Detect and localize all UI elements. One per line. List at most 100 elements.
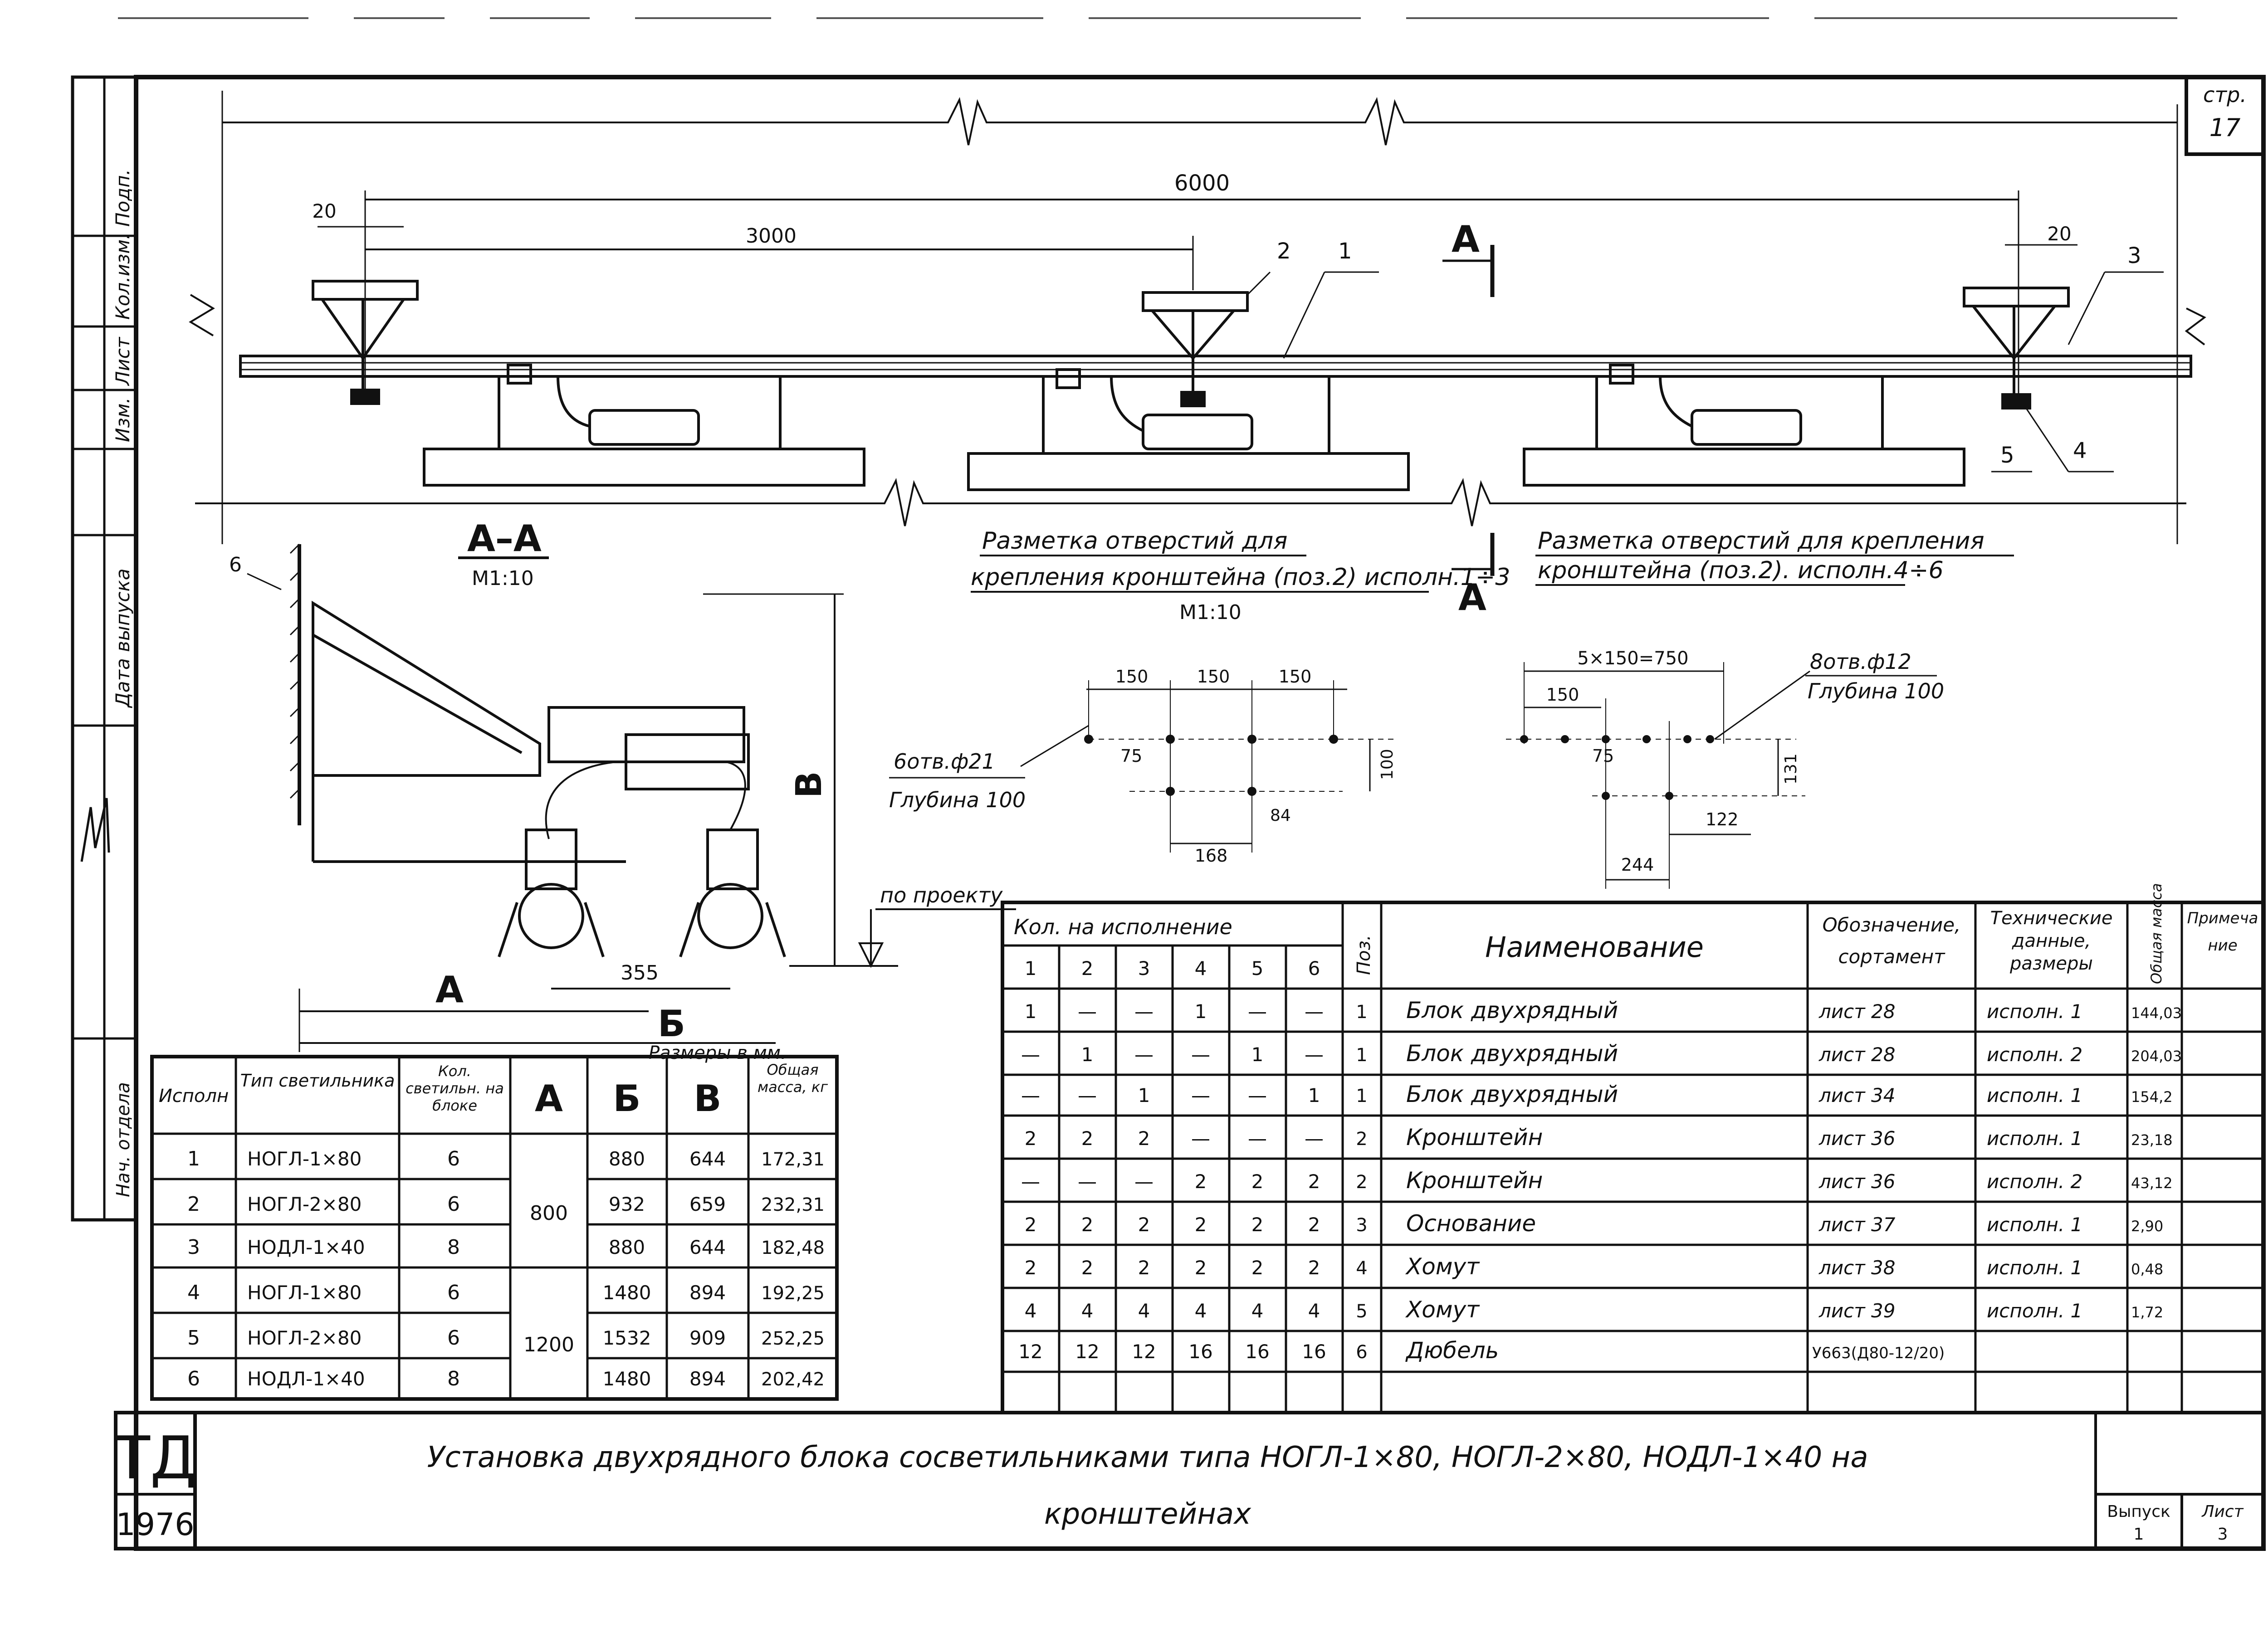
spec-name: Кронштейн [1406,1167,1543,1194]
label-B: Б [658,1003,685,1045]
holes2-title2: кронштейна (поз.2). исполн.4÷6 [1538,557,1944,584]
spec-note-header: Примечание [2187,909,2258,955]
holes1-scale: М1:10 [1179,601,1242,624]
vt-row: 1 НОГЛ-1×80 6 880 644 172,31 [187,1147,825,1170]
spec-q: 4 [1195,1300,1207,1322]
spec-pos: 4 [1356,1258,1367,1279]
vt-h-type-wrap: Тип светильника [240,1071,395,1091]
spec-tech: исполн. 2 [1987,1170,2082,1193]
spec-row: — 1 — — 1 — 1 Блок двухрядный лист 28 ис… [1021,1040,2182,1067]
vt-cell-mass: 182,48 [761,1238,825,1258]
vt-cell-mass: 252,25 [761,1328,825,1349]
spec-q: 4 [1025,1300,1037,1322]
spec-mass: 204,03 [2131,1048,2182,1065]
vt-h-qty-wrap: Кол. светильн. на блоке [406,1063,504,1114]
spec-tech: исполн. 1 [1987,1127,2082,1150]
vt-cell-n: 4 [187,1281,200,1304]
top-strokes [118,17,2177,19]
vt-cell-b: 880 [609,1148,645,1170]
spec-desig: У663(Д80-12/20) [1812,1344,1945,1362]
vt-cell-type: НОГЛ-1×80 [247,1282,362,1304]
spec-mass: 43,12 [2131,1175,2173,1192]
holes2-depth: Глубина 100 [1808,679,1944,703]
spec-q: 2 [1138,1127,1150,1150]
callout-5: 5 [2000,443,2014,468]
spec-q: 12 [1075,1340,1099,1363]
vt-A-800: 800 [530,1202,568,1225]
spec-tech: исполн. 1 [1987,1084,2082,1106]
spec-q: — [1248,1084,1267,1106]
spec-name: Блок двухрядный [1406,997,1618,1024]
holes2-note: 8отв.ф12 [1810,649,1911,674]
spec-q: 4 [1251,1300,1264,1322]
po-proektu-label: по проекту [880,883,1003,907]
spec-q: 2 [1081,1127,1094,1150]
vt-h-qty: Кол. светильн. на блоке [406,1063,504,1114]
holes1-note: 6отв.ф21 [894,749,995,774]
vt-cell-mass: 192,25 [761,1283,825,1304]
holes1-title2: крепления кронштейна (поз.2) исполн.1÷3 [971,564,1510,591]
spec-q: — [1305,1043,1324,1066]
section-mark-top: А [1452,218,1480,260]
vt-h-mass: Общая масса, кг [757,1061,828,1096]
spec-row: — — 1 — — 1 1 Блок двухрядный лист 34 ис… [1021,1081,2173,1107]
spec-desig: лист 28 [1818,1043,1896,1066]
holes1-depth: Глубина 100 [889,788,1026,812]
luminaire-block-3 [1523,364,1965,487]
spec-mass: 0,48 [2131,1261,2163,1278]
spec-name: Основание [1406,1210,1536,1237]
sizes-note: Размеры в мм. [649,1043,787,1063]
spec-tech-header: Технические данные, размеры [1990,908,2113,974]
year-label: 1976 [116,1507,194,1543]
dim-20-right: 20 [2047,223,2071,245]
dim-355: 355 [621,961,659,985]
spec-q: — [1021,1170,1040,1193]
vt-cell-n: 3 [187,1236,200,1259]
spec-q: 2 [1195,1257,1207,1279]
spec-row: 12 12 12 16 16 16 6 Дюбель У663(Д80-12/2… [1018,1337,1945,1364]
spec-q: 2 [1308,1257,1320,1279]
vt-cell-b: 880 [609,1236,645,1258]
spec-pos: 1 [1356,1086,1367,1106]
vt-cell-v: 644 [689,1148,726,1170]
spec-tech: исполн. 1 [1987,1214,2082,1236]
spec-q: 1 [1251,1043,1264,1066]
spec-name: Блок двухрядный [1406,1040,1618,1067]
spec-q: 16 [1245,1340,1269,1363]
spec-mass: 23,18 [2131,1131,2173,1149]
vt-row: 4 НОГЛ-1×80 6 1480 894 192,25 [187,1281,825,1304]
spec-q: — [1134,1043,1154,1066]
holes1-d150c: 150 [1279,667,1312,687]
spec-q: — [1248,1127,1267,1150]
spec-table: Кол. на исполнение 1 2 3 4 5 6 Поз. Наим… [1001,883,2265,1414]
spec-pos: 1 [1356,1045,1367,1066]
vt-row: 6 НОДЛ-1×40 8 1480 894 202,42 [187,1367,825,1390]
vt-cell-mass: 232,31 [761,1194,825,1215]
vt-h-A: А [535,1077,563,1120]
spec-desig-header: Обозначение, сортамент [1822,914,1961,968]
holes1-title1: Разметка отверстий для [982,527,1287,555]
vt-cell-type: НОДЛ-1×40 [247,1236,365,1258]
vt-cell-qty: 8 [447,1236,460,1259]
spec-q: 4 [1138,1300,1150,1322]
spec-q: 2 [1025,1214,1037,1236]
vypusk-value: 1 [2134,1525,2144,1544]
spec-q: 12 [1018,1340,1042,1363]
vt-A-1200: 1200 [523,1333,574,1356]
vt-cell-n: 1 [187,1147,200,1170]
vt-cell-b: 932 [609,1193,645,1215]
luminaire-side-right [625,733,786,957]
spec-row: 2 2 2 2 2 2 4 Хомут лист 38 исполн. 1 0,… [1025,1253,2164,1280]
holes1-d100: 100 [1378,749,1397,780]
spec-q: 2 [1138,1257,1150,1279]
vt-cell-type: НОГЛ-1×80 [247,1148,362,1170]
vt-cell-v: 659 [689,1193,726,1215]
spec-q: 2 [1308,1214,1320,1236]
spec-pos: 6 [1356,1342,1367,1363]
spec-q: — [1134,1170,1154,1193]
spec-q: — [1305,1127,1324,1150]
variants-table: Исполн Тип светильника Кол. светильн. на… [150,1055,839,1401]
stamp-data-vypuska: Дата выпуска [112,568,134,708]
spec-q: 1 [1138,1084,1150,1106]
